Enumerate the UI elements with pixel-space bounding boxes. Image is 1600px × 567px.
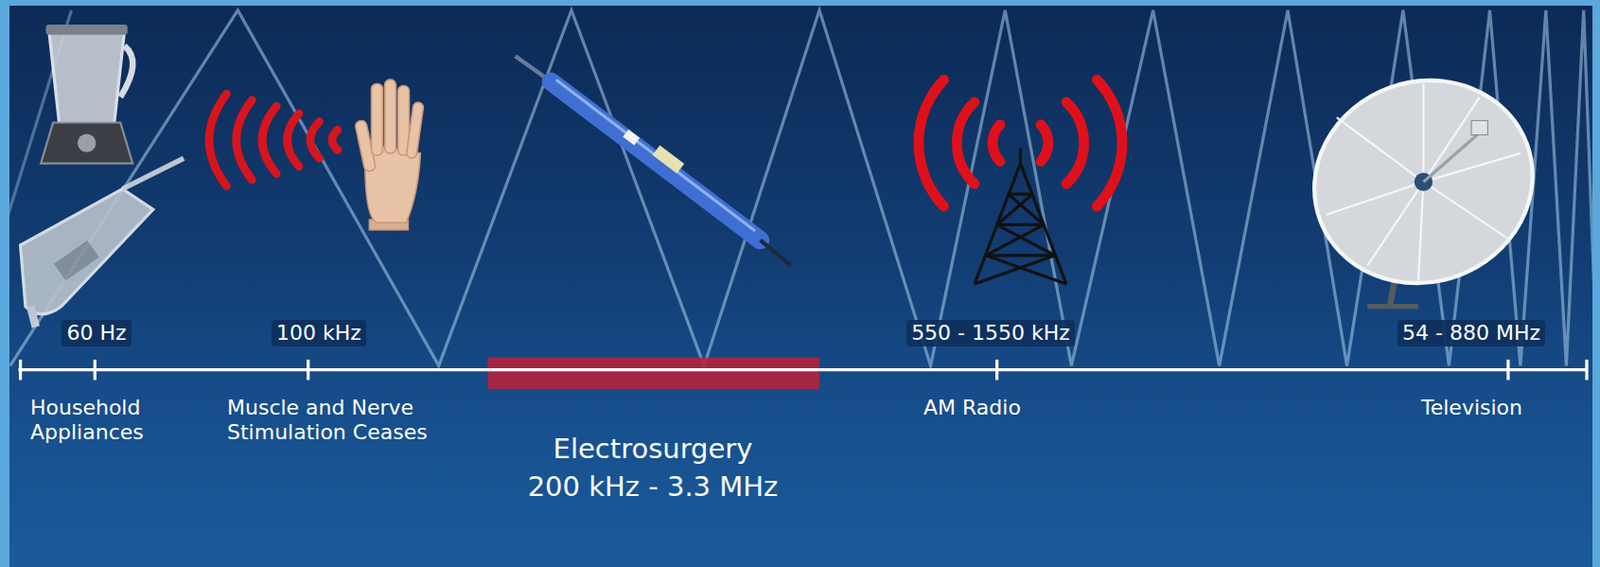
- background-panel: 60 Hz 100 kHz 550 - 1550 kHz 54 - 880 MHzHo…: [9, 5, 1593, 567]
- frequency-label: 60 Hz: [61, 319, 131, 347]
- category-label: AM Radio: [923, 395, 1021, 421]
- frequency-label: 100 kHz: [271, 319, 367, 347]
- satellite-dish-icon: [1285, 50, 1562, 315]
- axis: [17, 359, 1588, 381]
- band-title: Electrosurgery: [553, 432, 754, 466]
- frequency-label: 550 - 1550 kHz: [906, 319, 1075, 347]
- blender-icon: [40, 24, 133, 164]
- hand-icon: [354, 79, 424, 230]
- stimulation-waves: [209, 93, 338, 186]
- category-label: Television: [1421, 395, 1523, 421]
- frequency-label: 54 - 880 MHz: [1397, 319, 1546, 347]
- wave: [10, 10, 1593, 367]
- spectrum-illustration: [9, 5, 1593, 567]
- handheld-device-icon: [20, 158, 185, 327]
- electrosurgery-band: [487, 357, 819, 389]
- electrosurgical-pencil: [515, 55, 792, 265]
- band-range: 200 kHz - 3.3 MHz: [527, 470, 779, 504]
- category-label: Muscle and Nerve Stimulation Ceases: [227, 395, 478, 446]
- radio-tower-icon: [918, 79, 1123, 284]
- category-label: Household Appliances: [30, 395, 192, 446]
